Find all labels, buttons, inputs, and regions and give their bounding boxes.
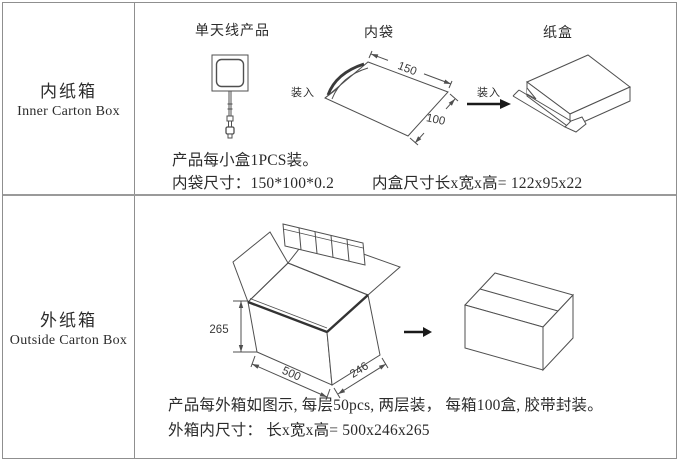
header-paper-box: 纸盒	[543, 26, 573, 41]
load-into-arrow	[467, 99, 511, 109]
inner-note-line1: 产品每小盒1PCS装。	[172, 152, 319, 169]
outer-note-line1: 产品每外箱如图示, 每层50pcs, 两层装， 每箱100盒, 胶带封装。	[168, 397, 603, 414]
row-divider	[3, 194, 676, 196]
outer-carton-row-label: 外纸箱 Outside Carton Box	[3, 196, 134, 458]
open-carton-drawing: 265 500 246	[209, 223, 401, 401]
inner-row-label-en: Inner Carton Box	[17, 104, 120, 119]
paper-box-drawing	[512, 54, 631, 133]
inner-row-label-cn: 内纸箱	[40, 82, 97, 101]
dim-label-265: 265	[209, 324, 228, 336]
packing-arrow	[404, 327, 432, 337]
outer-row-label-cn: 外纸箱	[40, 310, 97, 330]
load-into-label-2: 装入	[477, 87, 501, 99]
inner-bag-drawing: 150 100	[324, 50, 459, 146]
inner-box-size-note: 内盒尺寸长x宽x高= 122x95x22	[372, 175, 583, 192]
inner-bag-size-note: 内袋尺寸：150*100*0.2	[172, 175, 335, 192]
inner-carton-row-label: 内纸箱 Inner Carton Box	[3, 3, 134, 194]
header-inner-bag: 内袋	[364, 26, 394, 41]
load-into-label-1: 装入	[291, 87, 315, 99]
column-divider	[134, 3, 135, 458]
header-antenna-product: 单天线产品	[195, 24, 270, 39]
closed-carton-drawing	[464, 272, 574, 372]
outer-note-line2: 外箱内尺寸： 长x宽x高= 500x246x265	[168, 422, 430, 439]
antenna-drawing	[211, 54, 249, 139]
dim-label-100: 100	[425, 112, 446, 128]
outer-row-label-en: Outside Carton Box	[9, 332, 128, 348]
